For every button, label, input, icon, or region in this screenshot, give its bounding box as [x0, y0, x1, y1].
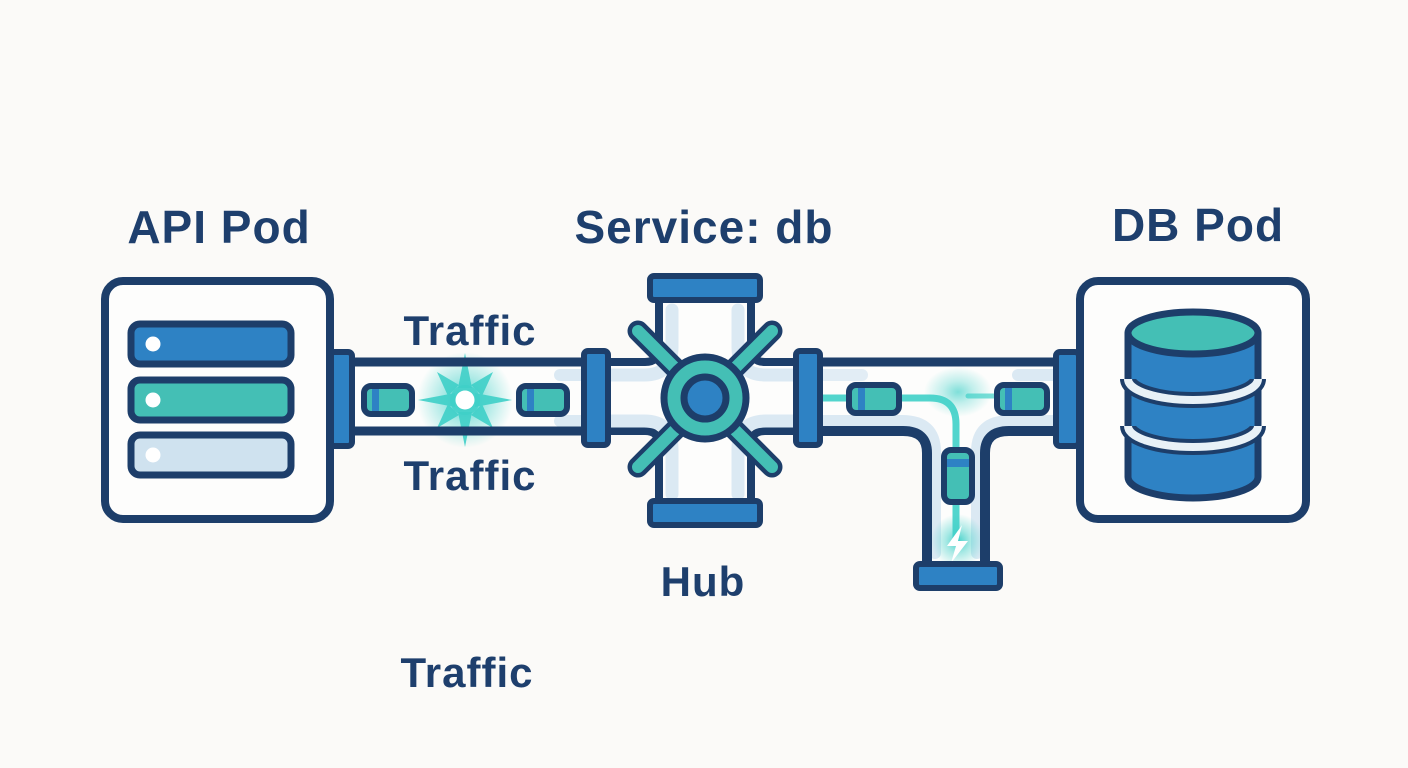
server-bar-2-led	[145, 392, 161, 408]
hub-label: Hub	[661, 558, 746, 605]
server-bar-1	[127, 320, 295, 368]
packet-4	[994, 382, 1050, 416]
traffic-label-top: Traffic	[403, 307, 536, 354]
service-hub	[581, 273, 823, 528]
db-pod-flange	[1053, 349, 1082, 449]
server-bar-3-led	[145, 447, 161, 463]
hub-left-flange	[581, 348, 611, 448]
packet-5-stripe	[947, 459, 969, 467]
packet-3	[846, 382, 902, 416]
junction-glow	[924, 367, 992, 417]
traffic-label-lower: Traffic	[400, 649, 533, 696]
packet-4-stripe	[1005, 388, 1012, 410]
pipe2-channel-bottom-right	[971, 415, 1064, 559]
api-pod-node	[101, 277, 355, 523]
hub-right-flange	[793, 348, 823, 448]
packet-5-vertical	[941, 447, 975, 505]
server-bar-2	[127, 376, 295, 424]
branch-bottom-flange	[913, 561, 1003, 591]
packet-2	[516, 383, 570, 417]
traffic-label-bottom: Traffic	[403, 452, 536, 499]
packet-1	[361, 383, 415, 417]
hub-bottom-flange	[647, 498, 763, 528]
server-rack-icon	[127, 320, 295, 479]
traffic-spark	[417, 352, 513, 448]
pipe-api-to-hub	[345, 352, 612, 448]
pipe2-bottom-right-border	[980, 426, 1060, 566]
api-pod-label: API Pod	[127, 201, 310, 253]
database-icon	[1120, 308, 1266, 502]
database-top	[1124, 308, 1262, 358]
db-pod-node	[1053, 277, 1310, 523]
hub-top-flange	[647, 273, 763, 303]
database-band-2	[1124, 425, 1262, 451]
hub-valve-core	[680, 373, 730, 423]
database-band-1	[1124, 378, 1262, 404]
pipe-hub-to-db	[814, 357, 1064, 591]
db-pod-label: DB Pod	[1112, 199, 1284, 251]
server-bar-1-led	[145, 336, 161, 352]
pipe2-channel-bottom-left	[814, 415, 941, 559]
packet-2-stripe	[527, 389, 534, 411]
pipe2-bottom-left-border	[818, 426, 932, 566]
database-body	[1124, 329, 1262, 502]
service-label: Service: db	[575, 201, 834, 253]
spark-core	[455, 390, 475, 410]
hub-struts	[627, 320, 783, 478]
packet-3-stripe	[858, 388, 865, 410]
server-bar-3	[127, 431, 295, 479]
packet-1-stripe	[372, 389, 379, 411]
lightning-bolt-icon	[947, 525, 968, 563]
